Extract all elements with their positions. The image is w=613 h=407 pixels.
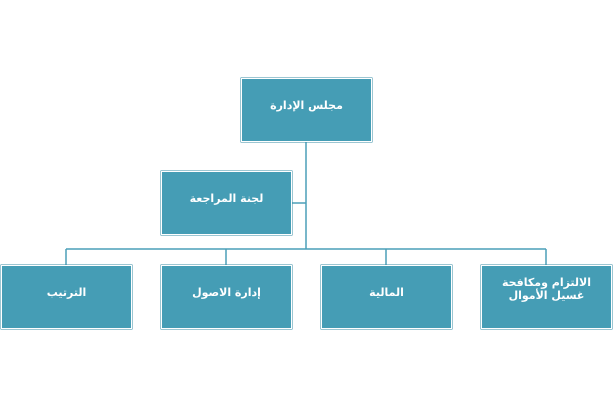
- arrangement-label: الترتيب: [46, 285, 87, 299]
- compliance-aml-label: الالتزام ومكافحة غسيل الأموال: [501, 276, 592, 302]
- audit-committee-box[interactable]: لجنة المراجعة: [161, 171, 292, 235]
- board-of-directors-box[interactable]: مجلس الإدارة: [241, 78, 372, 142]
- finance-box[interactable]: المالية: [321, 265, 452, 329]
- asset-management-box[interactable]: إدارة الاصول: [161, 265, 292, 329]
- arrangement-box[interactable]: الترتيب: [1, 265, 132, 329]
- compliance-aml-box[interactable]: الالتزام ومكافحة غسيل الأموال: [481, 265, 612, 329]
- board-of-directors-label: مجلس الإدارة: [270, 98, 343, 112]
- audit-committee-label: لجنة المراجعة: [189, 191, 264, 205]
- asset-management-label: إدارة الاصول: [192, 285, 261, 299]
- finance-label: المالية: [369, 285, 404, 299]
